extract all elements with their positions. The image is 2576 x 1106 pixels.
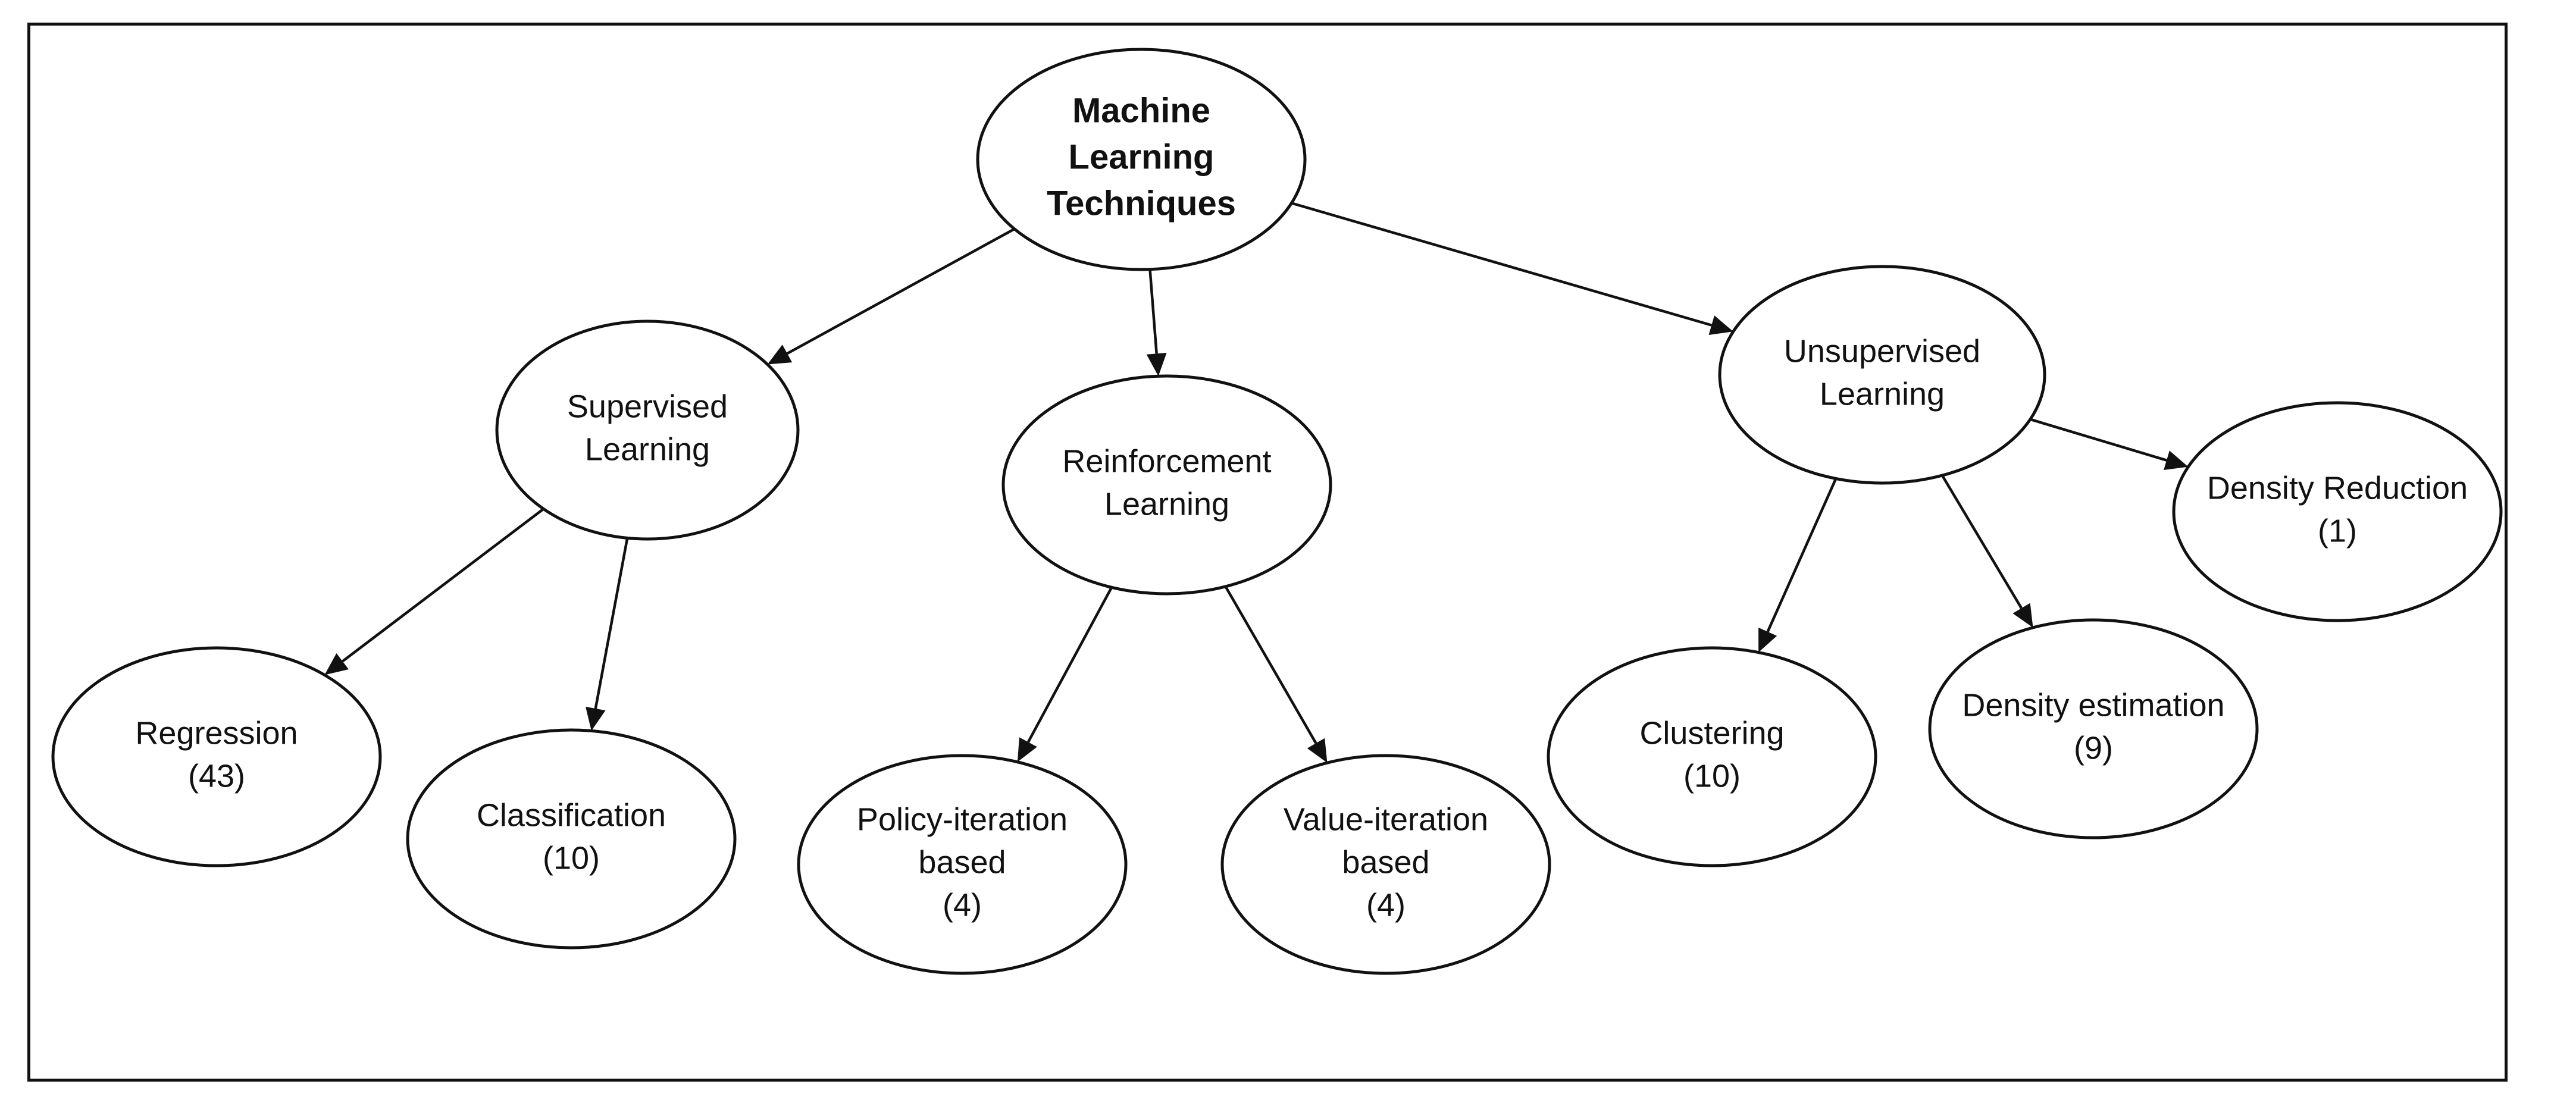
node-value: Value-iteration based (4) bbox=[1220, 754, 1551, 975]
node-ellipse bbox=[797, 754, 1128, 975]
node-label-line: Value-iteration bbox=[1284, 801, 1488, 837]
diagram-frame bbox=[27, 23, 2508, 1082]
node-ellipse bbox=[51, 646, 382, 867]
node-label-line: Density Reduction bbox=[2207, 470, 2468, 506]
node-ellipse bbox=[406, 728, 737, 950]
node-label-line: (10) bbox=[543, 840, 600, 876]
edge-root-to-supervised bbox=[767, 227, 1015, 365]
node-ellipse bbox=[1928, 618, 2259, 839]
node-label-line: (9) bbox=[2074, 730, 2113, 766]
node-label-line: (43) bbox=[188, 758, 245, 794]
edge-unsupervised-to-density-reduction bbox=[2030, 418, 2189, 470]
node-label-line: based bbox=[1342, 844, 1429, 880]
edge-supervised-to-regression bbox=[324, 507, 544, 675]
arrowhead-icon bbox=[1758, 627, 1777, 653]
edge-line bbox=[594, 537, 629, 709]
edge-line bbox=[1940, 474, 2023, 609]
edge-line bbox=[1148, 269, 1158, 354]
node-label-line: (4) bbox=[1366, 887, 1406, 923]
node-label-line: Clustering bbox=[1639, 715, 1784, 751]
node-label-line: Unsupervised bbox=[1784, 333, 1980, 369]
nodes-layer: MachineLearningTechniquesSupervisedLearn… bbox=[51, 48, 2503, 975]
node-label-line: Classification bbox=[477, 797, 666, 833]
arrowhead-icon bbox=[1307, 738, 1328, 763]
node-label-line: Techniques bbox=[1047, 184, 1236, 223]
edges-layer bbox=[324, 202, 2189, 763]
node-label-line: Reinforcement bbox=[1062, 443, 1271, 479]
edge-unsupervised-to-density-estimation bbox=[1940, 474, 2033, 628]
arrowhead-icon bbox=[2164, 450, 2189, 470]
node-regression: Regression (43) bbox=[51, 646, 382, 867]
arrowhead-icon bbox=[1017, 737, 1037, 762]
edge-root-to-unsupervised bbox=[1291, 202, 1733, 335]
arrowhead-icon bbox=[767, 344, 793, 365]
node-ellipse bbox=[1220, 754, 1551, 975]
edge-line bbox=[342, 507, 544, 663]
arrowhead-icon bbox=[1146, 353, 1167, 377]
node-label-line: based bbox=[918, 844, 1006, 880]
node-label-line: (10) bbox=[1683, 758, 1741, 794]
node-ellipse bbox=[1001, 374, 1332, 596]
edge-line bbox=[1026, 587, 1113, 743]
edge-reinforcement-to-policy bbox=[1017, 587, 1113, 762]
edge-line bbox=[1224, 585, 1317, 744]
node-label-line: Policy-iteration bbox=[857, 801, 1068, 837]
edge-line bbox=[1291, 202, 1712, 327]
arrowhead-icon bbox=[586, 706, 606, 731]
edge-root-to-reinforcement bbox=[1146, 269, 1167, 377]
node-label-line: Regression bbox=[135, 715, 298, 751]
node-label-line: Supervised bbox=[567, 388, 728, 424]
node-clustering: Clustering (10) bbox=[1547, 646, 1877, 867]
edge-unsupervised-to-clustering bbox=[1758, 478, 1838, 653]
edge-supervised-to-classification bbox=[586, 537, 629, 731]
arrowhead-icon bbox=[1708, 315, 1733, 335]
edge-line bbox=[1766, 478, 1838, 632]
node-label-line: Density estimation bbox=[1962, 687, 2224, 723]
node-label-line: Learning bbox=[1069, 137, 1215, 176]
node-policy: Policy-iteration based (4) bbox=[797, 754, 1128, 975]
node-density-estimation: Density estimation (9) bbox=[1928, 618, 2259, 839]
node-label-line: Machine bbox=[1072, 91, 1210, 130]
node-ellipse bbox=[1718, 265, 2046, 485]
node-ellipse bbox=[1547, 646, 1877, 867]
node-label-line: (4) bbox=[943, 887, 982, 923]
edge-line bbox=[2030, 418, 2167, 462]
node-ellipse bbox=[976, 48, 1307, 271]
node-classification: Classification (10) bbox=[406, 728, 737, 950]
node-label-line: Learning bbox=[585, 431, 710, 467]
edge-reinforcement-to-value bbox=[1224, 585, 1328, 763]
arrowhead-icon bbox=[2012, 603, 2033, 628]
node-ellipse bbox=[495, 319, 800, 541]
node-density-reduction: Density Reduction (1) bbox=[2172, 401, 2503, 622]
node-label-line: Learning bbox=[1104, 486, 1229, 522]
node-label-line: (1) bbox=[2318, 513, 2357, 549]
arrowhead-icon bbox=[324, 653, 349, 675]
node-label-line: Learning bbox=[1820, 376, 1945, 412]
edge-line bbox=[786, 227, 1015, 355]
node-ellipse bbox=[2172, 401, 2503, 622]
